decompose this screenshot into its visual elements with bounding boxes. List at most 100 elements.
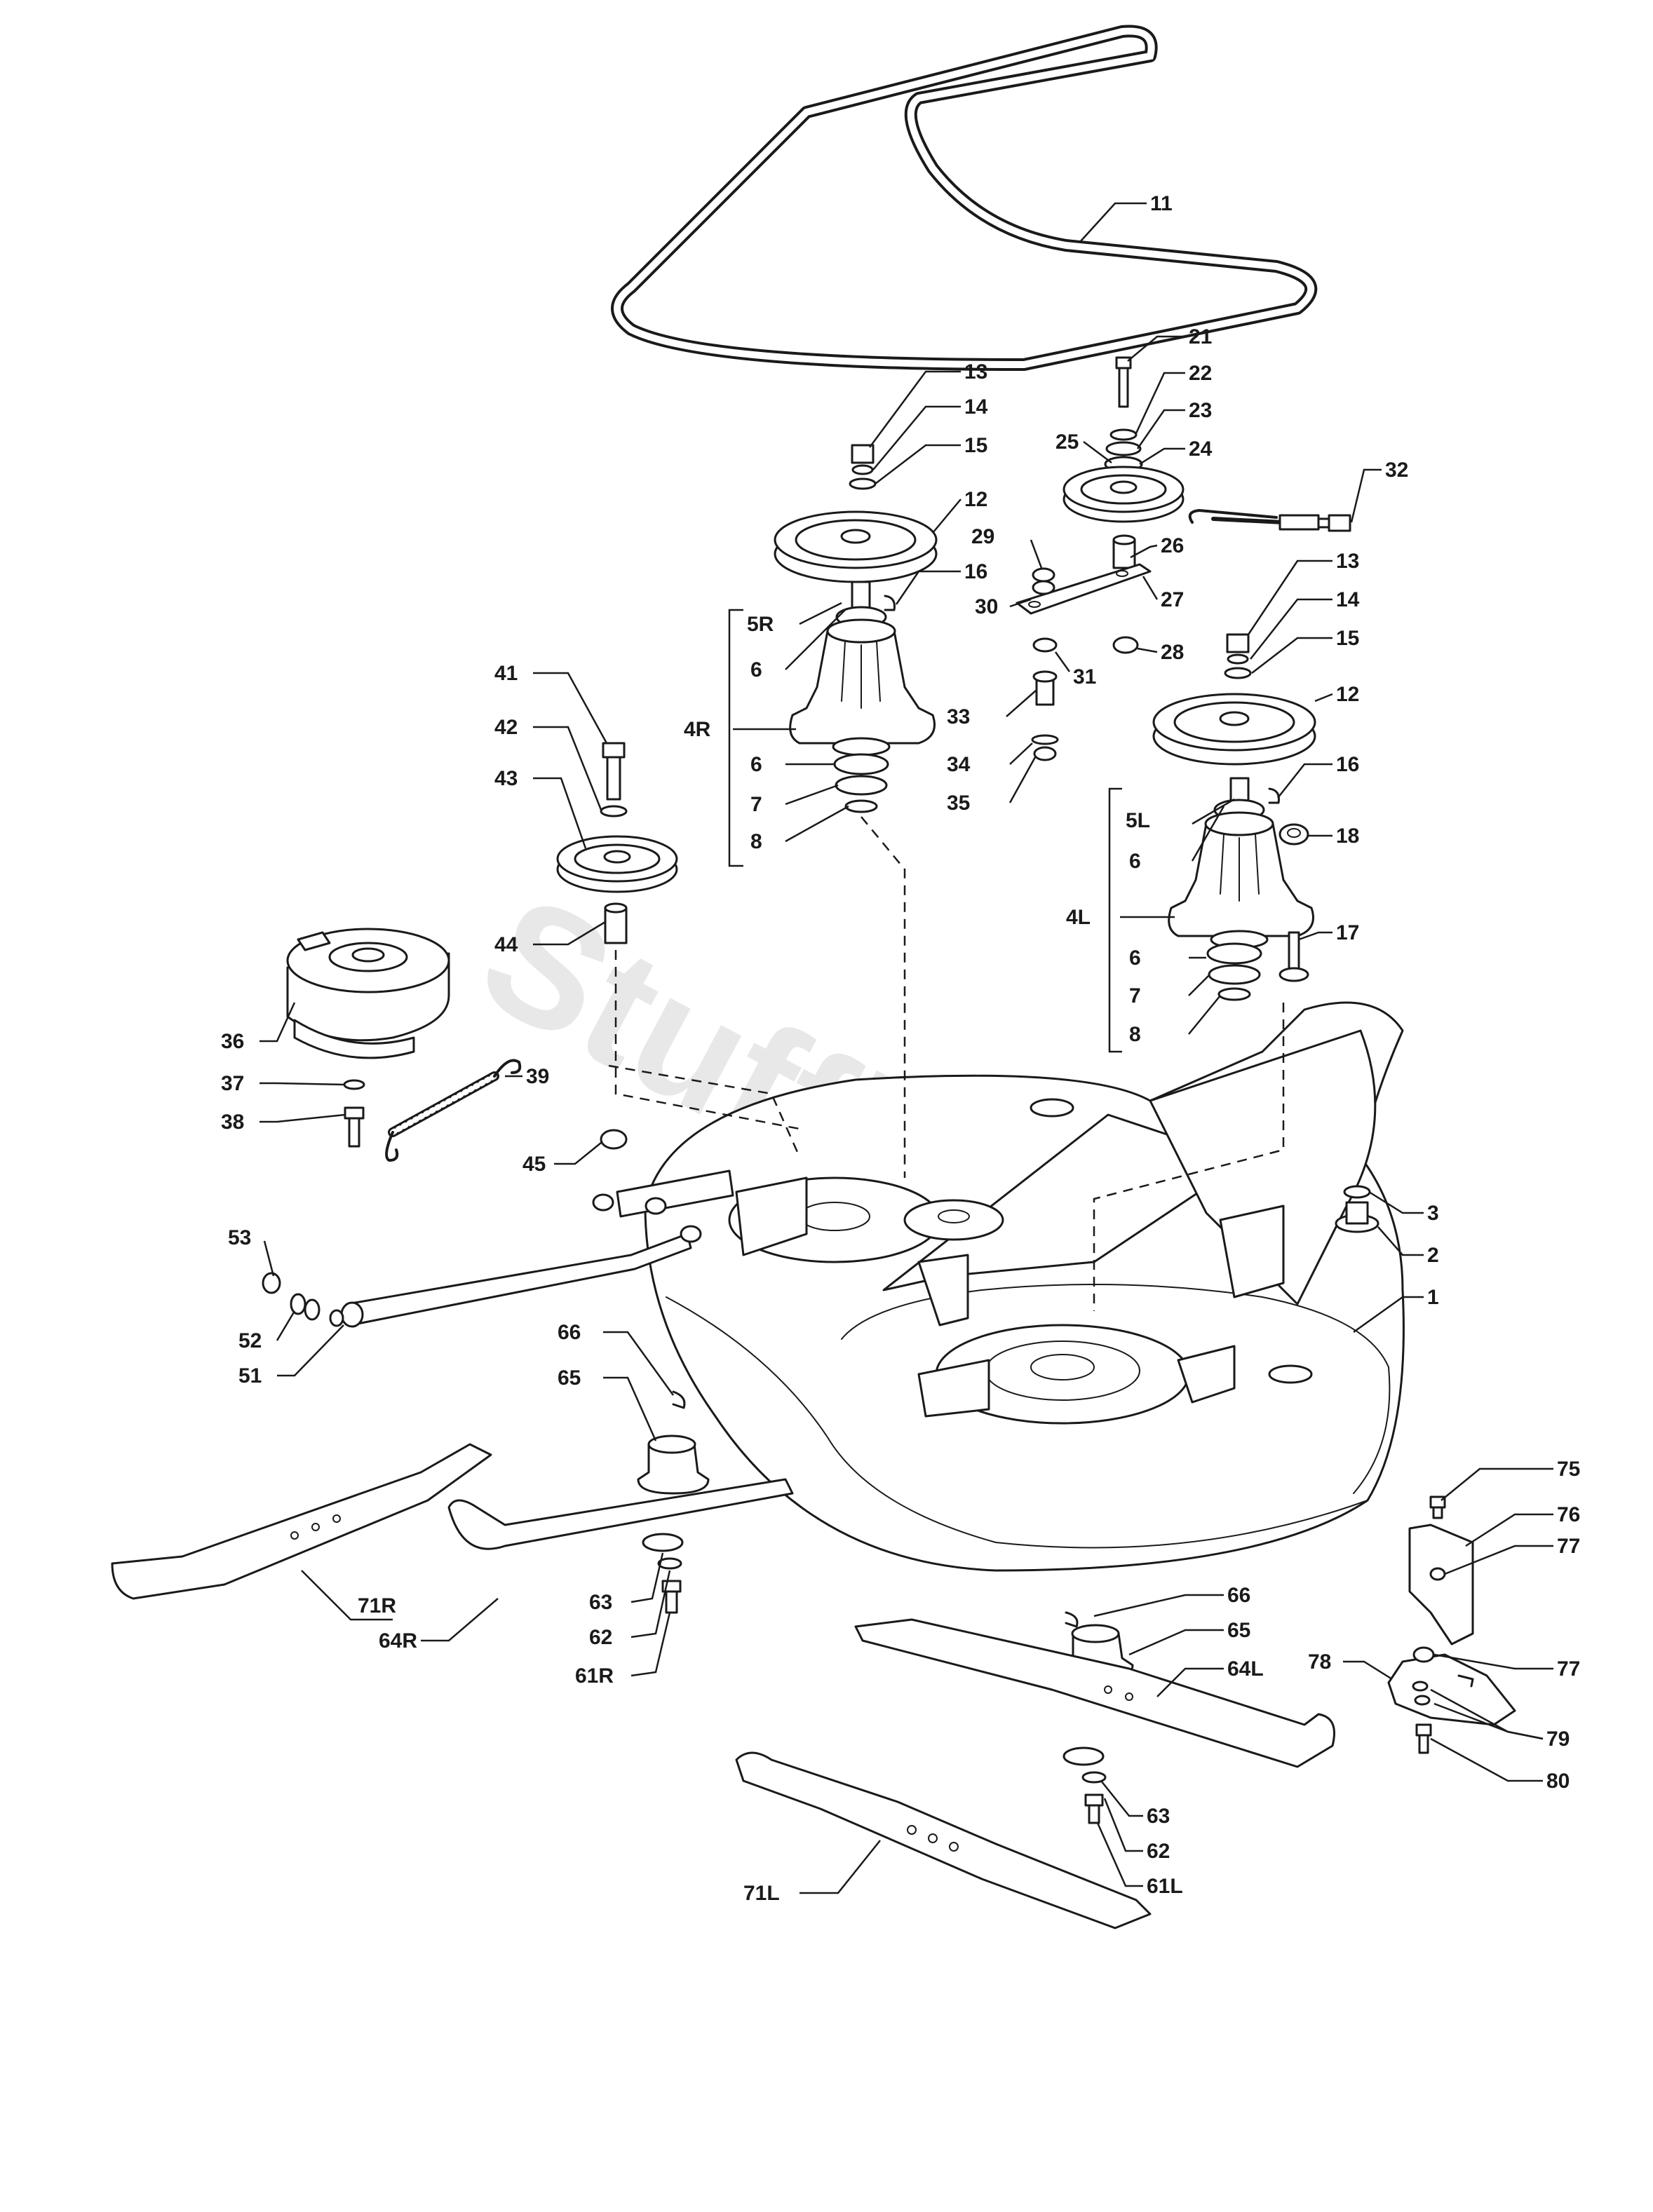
part-61R-63-bolt-washer — [642, 1533, 684, 1614]
label-24: 24 — [1189, 437, 1213, 461]
label-6-right-b: 6 — [750, 753, 762, 776]
label-41: 41 — [494, 662, 518, 685]
label-66-left: 66 — [1227, 1584, 1250, 1607]
part-4L-spindle-assembly — [1168, 777, 1314, 949]
label-35: 35 — [947, 792, 970, 815]
label-7-right: 7 — [750, 793, 762, 816]
label-37: 37 — [221, 1072, 244, 1095]
label-1: 1 — [1427, 1286, 1439, 1309]
part-36-electric-clutch — [286, 928, 450, 1059]
label-75: 75 — [1557, 1458, 1580, 1481]
label-4R: 4R — [684, 718, 711, 741]
label-34: 34 — [947, 753, 971, 776]
label-61R: 61R — [575, 1664, 614, 1688]
label-38: 38 — [221, 1111, 244, 1134]
label-80: 80 — [1546, 1770, 1570, 1793]
label-77-upper: 77 — [1557, 1535, 1580, 1558]
part-65-66-blade-hub-right — [637, 1390, 710, 1495]
part-71R-blade — [111, 1443, 492, 1600]
label-33: 33 — [947, 705, 970, 728]
label-29: 29 — [971, 525, 994, 548]
label-64L: 64L — [1227, 1657, 1264, 1681]
label-5R: 5R — [747, 613, 774, 636]
label-12-left: 12 — [1336, 683, 1359, 706]
label-25: 25 — [1055, 430, 1079, 454]
label-11: 11 — [1150, 192, 1173, 215]
part-13-bolt-left — [1224, 633, 1252, 679]
part-27-idler-arm — [1016, 563, 1152, 615]
part-64L-blade — [854, 1618, 1335, 1768]
label-16-left: 16 — [1336, 753, 1359, 776]
label-64R: 64R — [379, 1629, 417, 1653]
label-13-right: 13 — [964, 360, 987, 384]
label-61L: 61L — [1147, 1875, 1183, 1898]
label-36: 36 — [221, 1030, 244, 1053]
part-64R-blade — [447, 1478, 794, 1550]
label-21: 21 — [1189, 325, 1212, 348]
label-43: 43 — [494, 767, 518, 790]
part-39-spring — [385, 1059, 522, 1162]
label-76: 76 — [1557, 1503, 1580, 1526]
part-42-washer — [600, 805, 628, 817]
label-2: 2 — [1427, 1244, 1439, 1267]
label-77-lower: 77 — [1557, 1657, 1580, 1681]
part-32-spring-cable — [1188, 508, 1351, 532]
label-65-left: 65 — [1227, 1619, 1250, 1642]
part-45-nut — [600, 1129, 628, 1150]
label-79: 79 — [1546, 1728, 1570, 1751]
label-63-left: 63 — [1147, 1805, 1170, 1828]
label-15-left: 15 — [1336, 627, 1359, 650]
label-62-right: 62 — [589, 1626, 612, 1649]
part-37-38-bolt-washer — [343, 1079, 365, 1148]
label-15-right: 15 — [964, 434, 987, 457]
part-44-spacer — [604, 902, 628, 944]
assembly-lines — [608, 816, 1285, 1311]
part-18-nut — [1278, 823, 1309, 846]
label-62-left: 62 — [1147, 1840, 1170, 1863]
label-71L: 71L — [743, 1882, 780, 1905]
leader-lines — [259, 202, 1553, 1894]
part-52-53-washers-nut — [262, 1272, 344, 1327]
part-28-nut — [1112, 636, 1139, 654]
part-51-lever-rod — [340, 1169, 808, 1328]
part-6-7-8-bearings-left — [1206, 942, 1262, 1001]
part-11-drive-belt — [611, 25, 1318, 371]
label-14-right: 14 — [964, 395, 988, 419]
label-12-right: 12 — [964, 488, 987, 511]
label-5L: 5L — [1126, 809, 1150, 832]
part-16-key-left — [1268, 787, 1280, 804]
label-66-right: 66 — [558, 1321, 581, 1344]
assembly-brackets — [728, 609, 1175, 1053]
part-2-3-height-adjust — [1335, 1185, 1379, 1233]
part-29-nut — [1032, 567, 1055, 595]
part-labels: 11 21 22 23 24 25 32 13 14 15 12 29 16 2… — [221, 192, 1580, 1905]
label-6-left-b: 6 — [1129, 946, 1141, 970]
label-6-left-a: 6 — [1129, 850, 1141, 873]
label-51: 51 — [238, 1364, 262, 1387]
part-77-79-80-hardware — [1412, 1646, 1474, 1754]
label-26: 26 — [1161, 534, 1184, 557]
label-78: 78 — [1308, 1650, 1331, 1674]
label-6-right-a: 6 — [750, 658, 762, 681]
part-13-bolt-right — [849, 444, 877, 490]
label-28: 28 — [1161, 641, 1184, 664]
label-7-left: 7 — [1129, 984, 1141, 1007]
label-16-right: 16 — [964, 560, 987, 583]
part-12-pulley-left — [1152, 693, 1316, 766]
label-13-left: 13 — [1336, 550, 1359, 573]
label-4L: 4L — [1066, 906, 1091, 929]
label-31: 31 — [1073, 665, 1096, 688]
label-18: 18 — [1336, 825, 1359, 848]
part-75-bolt — [1429, 1495, 1446, 1519]
label-65-right: 65 — [558, 1366, 581, 1390]
label-8-right: 8 — [750, 830, 762, 853]
part-34-35-washer-nut — [1031, 734, 1059, 761]
part-4R-spindle-assembly — [789, 581, 936, 756]
label-44: 44 — [494, 933, 518, 956]
label-45: 45 — [522, 1153, 546, 1176]
label-3: 3 — [1427, 1202, 1439, 1225]
part-26-spacer — [1112, 534, 1136, 569]
label-39: 39 — [526, 1065, 549, 1088]
label-17: 17 — [1336, 921, 1359, 944]
